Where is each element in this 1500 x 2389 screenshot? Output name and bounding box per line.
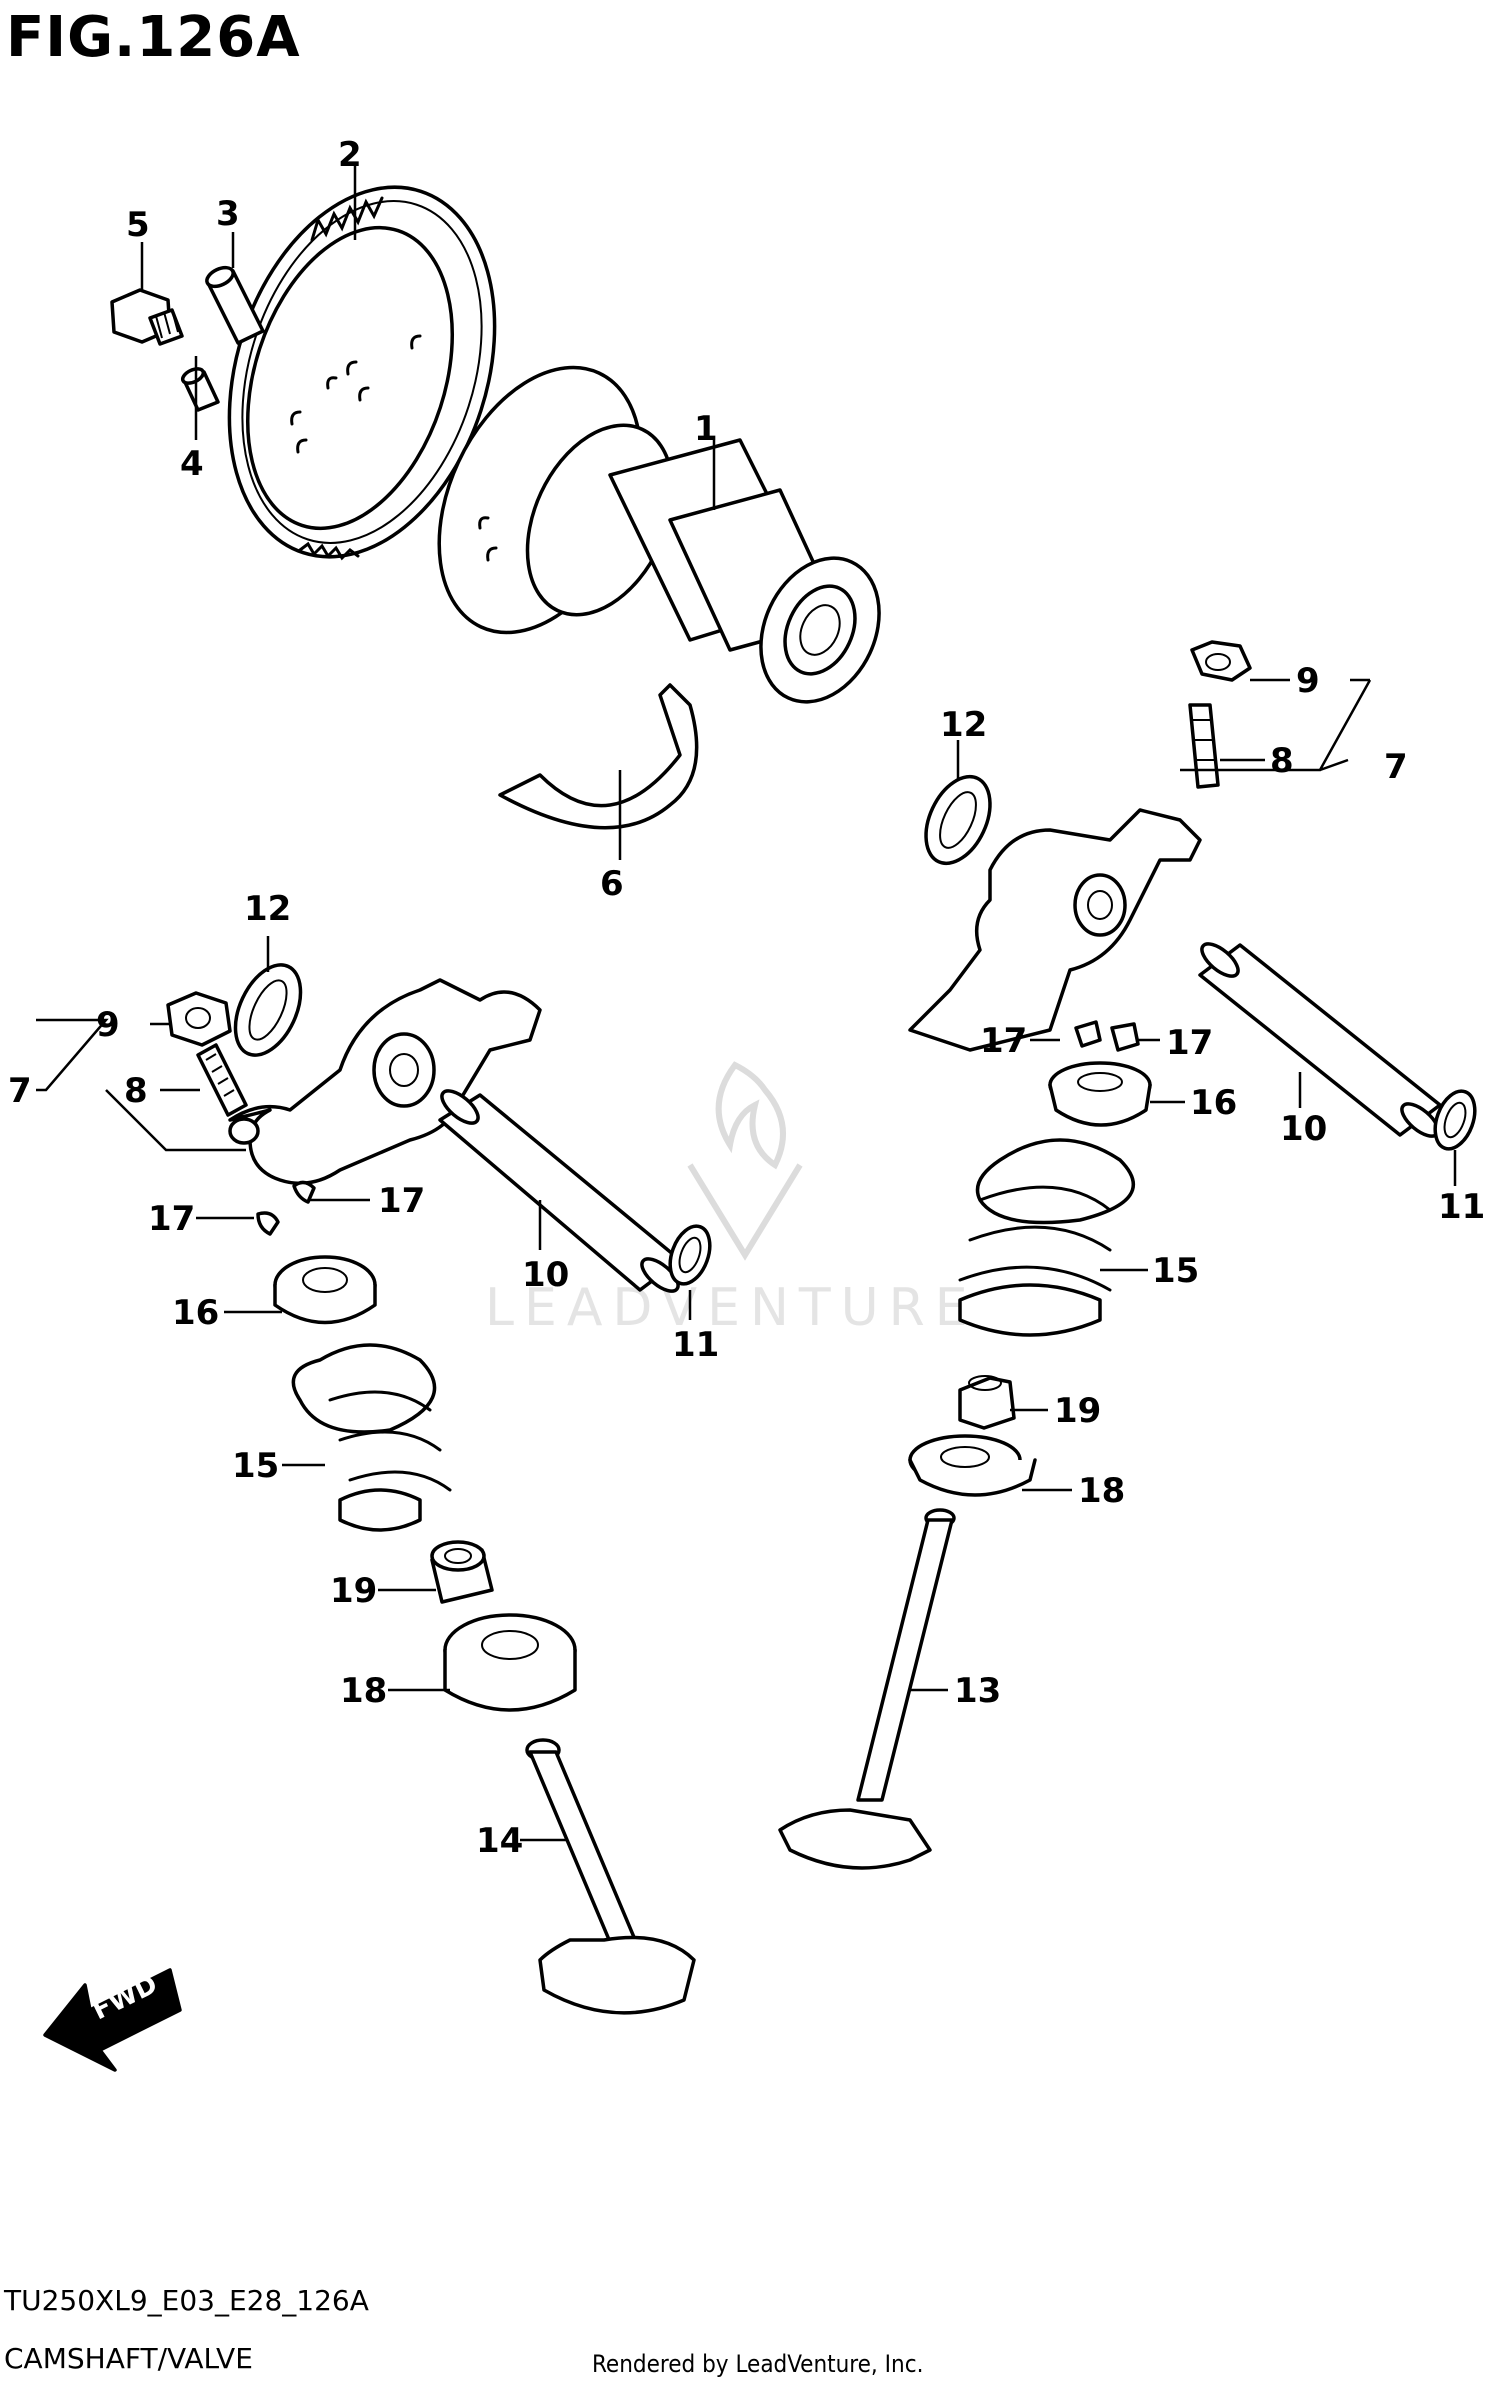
- callout-18-right: 18: [1078, 1471, 1125, 1511]
- callout-11-right: 11: [1438, 1187, 1485, 1227]
- camshaft-thrust-plate[interactable]: [498, 683, 699, 830]
- callout-17-right-b: 17: [1166, 1023, 1213, 1063]
- cam-sprocket[interactable]: [184, 153, 539, 592]
- watermark-text: LEADVENTURE: [485, 1278, 978, 1338]
- callout-3: 3: [216, 194, 240, 234]
- callout-16-right: 16: [1190, 1083, 1237, 1123]
- left-oil-seal[interactable]: [430, 1540, 494, 1604]
- left-spring-lower-seat[interactable]: [443, 1613, 577, 1712]
- right-adjusting-screw[interactable]: [1188, 703, 1220, 789]
- callout-10-right: 10: [1280, 1109, 1327, 1149]
- left-rocker-arm[interactable]: [228, 978, 542, 1186]
- right-cotter-right[interactable]: [1110, 1022, 1140, 1052]
- callout-14: 14: [476, 1821, 523, 1861]
- callout-19-right: 19: [1054, 1391, 1101, 1431]
- left-spring-seat[interactable]: [273, 1255, 377, 1325]
- diagram-code: TU250XL9_E03_E28_126A: [3, 2284, 369, 2317]
- callout-7-right: 7: [1384, 747, 1408, 787]
- sprocket-bolt[interactable]: [110, 288, 184, 346]
- left-adjusting-nut[interactable]: [166, 991, 232, 1047]
- left-o-ring[interactable]: [222, 955, 313, 1066]
- callout-17-left-a: 17: [378, 1181, 425, 1221]
- right-adjusting-nut[interactable]: [1190, 640, 1252, 682]
- left-adjusting-screw[interactable]: [196, 1043, 248, 1117]
- callout-17-right-a: 17: [980, 1021, 1027, 1061]
- callout-11-left: 11: [672, 1325, 719, 1365]
- right-o-ring[interactable]: [913, 766, 1003, 873]
- callout-2: 2: [338, 135, 362, 175]
- callout-9-right: 9: [1296, 661, 1320, 701]
- callout-13: 13: [954, 1671, 1001, 1711]
- right-spring-seat[interactable]: [1048, 1061, 1152, 1127]
- dowel-pin[interactable]: [180, 366, 220, 412]
- callout-19-left: 19: [330, 1571, 377, 1611]
- rendered-by: Rendered by LeadVenture, Inc.: [592, 2350, 923, 2378]
- callout-8-right: 8: [1270, 741, 1294, 781]
- callout-7-left: 7: [8, 1071, 32, 1111]
- sprocket-pin[interactable]: [204, 264, 265, 345]
- left-cotter-lower[interactable]: [256, 1211, 280, 1236]
- figure-title: FIG.126A: [6, 5, 301, 70]
- leadventure-watermark: LEADVENTURE: [485, 1061, 978, 1338]
- callout-15-left: 15: [232, 1446, 279, 1486]
- callout-17-left-b: 17: [148, 1199, 195, 1239]
- right-spring-lower-seat[interactable]: [908, 1434, 1037, 1497]
- camshaft[interactable]: [399, 335, 901, 721]
- intake-valve[interactable]: [778, 1508, 956, 1870]
- right-valve-spring[interactable]: [958, 1138, 1135, 1337]
- diagram-name: CAMSHAFT/VALVE: [4, 2342, 253, 2375]
- callouts: 2 3 5 4 1 6 12 9 7 8 17 17 10 11 16 15 1…: [8, 135, 1485, 1861]
- right-rocker-arm[interactable]: [908, 808, 1202, 1052]
- left-shaft-o-ring[interactable]: [663, 1221, 717, 1290]
- right-cotter-left[interactable]: [1074, 1020, 1102, 1048]
- callout-18-left: 18: [340, 1671, 387, 1711]
- callout-10-left: 10: [522, 1255, 569, 1295]
- callout-4: 4: [180, 444, 204, 484]
- right-oil-seal[interactable]: [958, 1375, 1016, 1430]
- callout-9-left: 9: [96, 1005, 120, 1045]
- right-shaft-o-ring[interactable]: [1428, 1086, 1482, 1155]
- left-cotter-upper[interactable]: [292, 1180, 316, 1204]
- callout-12-left: 12: [244, 889, 291, 929]
- callout-16-left: 16: [172, 1293, 219, 1333]
- callout-12-right: 12: [940, 705, 987, 745]
- callout-15-right: 15: [1152, 1251, 1199, 1291]
- leader-lines: [36, 165, 1457, 1842]
- exhaust-valve[interactable]: [525, 1738, 696, 2015]
- callout-6: 6: [600, 864, 624, 904]
- callout-1: 1: [694, 409, 718, 449]
- fwd-arrow: FWD: [43, 1968, 182, 2072]
- callout-5: 5: [126, 205, 150, 245]
- left-valve-spring[interactable]: [291, 1343, 452, 1532]
- callout-8-left: 8: [124, 1071, 148, 1111]
